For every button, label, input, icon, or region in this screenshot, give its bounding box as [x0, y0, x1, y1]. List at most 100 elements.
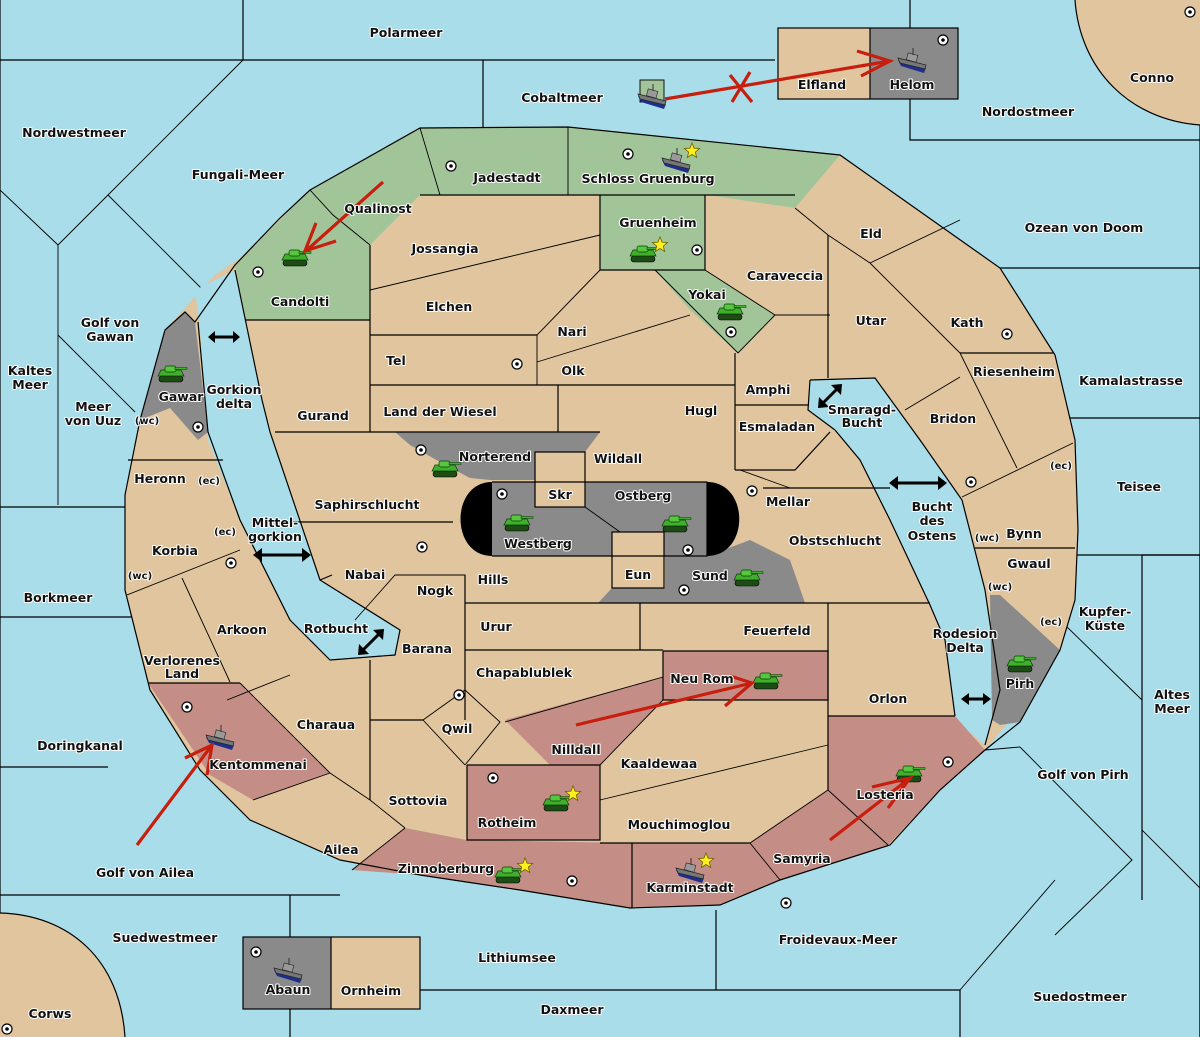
supply-center-icon: [453, 689, 465, 701]
territory-ornheim[interactable]: [331, 937, 420, 1009]
coast-label: (ec): [1040, 617, 1062, 628]
ship-icon[interactable]: [897, 48, 927, 73]
ship-icon[interactable]: [675, 851, 715, 883]
svg-text:Küste: Küste: [1085, 618, 1125, 633]
supply-center-icon: [942, 756, 954, 768]
coast-label: (ec): [198, 476, 220, 487]
territory-conno[interactable]: [1075, 0, 1200, 125]
label-chapablublek: Chapablublek: [476, 665, 573, 680]
order-failed-cobaltmeer-helom: [664, 49, 895, 104]
tank-icon[interactable]: [629, 235, 669, 263]
label-utar: Utar: [856, 313, 888, 328]
supply-center-icon: [487, 772, 499, 784]
territory-corws[interactable]: [0, 913, 125, 1037]
ship-icon[interactable]: [637, 84, 667, 109]
inner-channel-west: [195, 270, 400, 660]
tank-icon[interactable]: [431, 460, 462, 478]
territory-elfland[interactable]: [778, 28, 870, 99]
territory-samyria[interactable]: [750, 790, 888, 880]
order-qualinost-candolti: [302, 180, 385, 254]
label-gorkion-delta: Gorkion: [206, 382, 261, 397]
label-candolti: Candolti: [271, 294, 330, 309]
land-borders: [124, 126, 1079, 909]
order-arrows: [135, 49, 914, 846]
label-bynn: Bynn: [1006, 526, 1041, 541]
label-nogk: Nogk: [417, 583, 454, 598]
territory-rotheim[interactable]: [467, 765, 600, 840]
label-helom: Helom: [890, 77, 935, 92]
territory-karminstadt[interactable]: [632, 843, 780, 908]
tank-icon[interactable]: [503, 514, 534, 532]
label-smaragd: Smaragd-: [828, 402, 896, 417]
label-corws: Corws: [29, 1006, 72, 1021]
elfland-helom-outline: [777, 27, 959, 100]
label-gruenburg: Schloss Gruenburg: [581, 171, 714, 186]
label-mouchimoglou: Mouchimoglou: [628, 817, 731, 832]
tank-icon[interactable]: [542, 784, 582, 812]
supply-center-icon: [192, 421, 204, 433]
tank-icon[interactable]: [661, 515, 692, 533]
supply-center-icon: [225, 557, 237, 569]
label-fungali: Fungali-Meer: [192, 167, 285, 182]
label-orlon: Orlon: [869, 691, 908, 706]
tank-icon[interactable]: [157, 365, 188, 383]
tank-icon[interactable]: [494, 856, 534, 884]
supply-center-icon: [1, 1023, 13, 1035]
ship-icon[interactable]: [273, 958, 303, 983]
label-ailea: Ailea: [323, 842, 358, 857]
tank-icon[interactable]: [733, 569, 764, 587]
supply-center-icon: [746, 485, 758, 497]
label-conno: Conno: [1130, 70, 1175, 85]
inner-channel-east: [808, 378, 1000, 745]
tank-icon[interactable]: [1006, 655, 1037, 673]
tank-icon[interactable]: [752, 672, 783, 690]
label-rodesion: Rodesion: [933, 626, 998, 641]
label-qwil: Qwil: [442, 721, 473, 736]
territory-sund[interactable]: [598, 540, 805, 603]
territory-nilldall[interactable]: [505, 677, 663, 765]
ship-icon[interactable]: [661, 141, 701, 173]
label-kaaldewaa: Kaaldewaa: [621, 756, 698, 771]
label-mittelgorkion: Mittel-: [252, 515, 299, 530]
label-gwaul: Gwaul: [1007, 556, 1050, 571]
impassable-east-cap: [707, 482, 740, 556]
double-arrow-icon: [253, 548, 311, 562]
label-korbia: Korbia: [152, 543, 198, 558]
supply-center-icon: [725, 326, 737, 338]
territory-norterend[interactable]: [395, 432, 600, 480]
label-obstschlucht: Obstschlucht: [789, 533, 881, 548]
label-karminstadt: Karminstadt: [646, 880, 733, 895]
label-nabai: Nabai: [345, 567, 386, 582]
territory-eun[interactable]: [612, 532, 664, 588]
double-arrow-icon: [818, 384, 842, 408]
territory-kentommenai[interactable]: [148, 683, 330, 800]
territory-neu-rom[interactable]: [663, 651, 828, 700]
label-wiesel: Land der Wiesel: [383, 404, 496, 419]
label-westberg: Westberg: [504, 536, 572, 551]
green-territories-north: [235, 127, 840, 320]
label-gruenheim: Gruenheim: [619, 215, 696, 230]
label-kaltes-meer: Kaltes: [8, 363, 52, 378]
supply-center-icon: [511, 358, 523, 370]
supply-center-icon: [181, 701, 193, 713]
territory-skr[interactable]: [535, 452, 585, 507]
label-gurand: Gurand: [297, 408, 349, 423]
supply-center-icon: [622, 148, 634, 160]
supply-center-icon: [780, 897, 792, 909]
svg-text:gorkion: gorkion: [248, 529, 302, 544]
label-nordwestmeer: Nordwestmeer: [22, 125, 127, 140]
label-amphi: Amphi: [746, 382, 791, 397]
label-kamala: Kamalastrasse: [1079, 373, 1183, 388]
label-borkmeer: Borkmeer: [24, 590, 94, 605]
supply-center-icon: [937, 34, 949, 46]
territory-zinnoberburg[interactable]: [352, 828, 632, 908]
double-arrow-icon: [358, 629, 384, 655]
label-jadestadt: Jadestadt: [472, 170, 540, 185]
ship-icon[interactable]: [205, 725, 235, 750]
label-cobaltmeer: Cobaltmeer: [521, 90, 603, 105]
label-nordostmeer: Nordostmeer: [982, 104, 1075, 119]
tank-icon[interactable]: [716, 303, 747, 321]
